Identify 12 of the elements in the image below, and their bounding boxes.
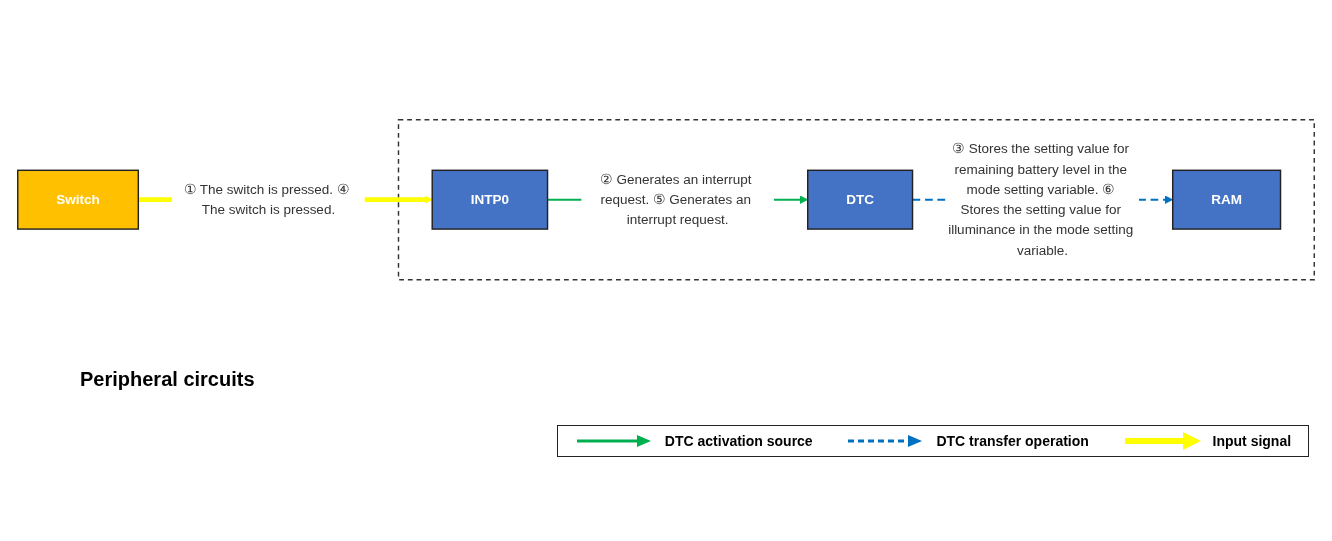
node-box <box>17 169 140 231</box>
legend-text: DTC transfer operation <box>936 433 1089 449</box>
edge-label: ① The switch is pressed. ④ The switch is pressed. <box>183 181 350 218</box>
legend-text: Input signal <box>1212 433 1292 449</box>
edge-label: ② Generates an interrupt request. ⑤ Generates an interrupt request. <box>600 171 752 228</box>
node-box <box>807 169 914 231</box>
node-box <box>1172 169 1282 231</box>
legend-text: DTC activation source <box>664 433 813 449</box>
group-label: Peripheral circuits <box>80 368 255 391</box>
node-box <box>431 169 549 231</box>
cluster <box>397 119 1315 281</box>
edge-label: ③ Stores the setting value for remaining battery level in the mode setting variable. ⑥ Stores the setting value for illuminance in the mode setting variable. <box>948 141 1134 258</box>
